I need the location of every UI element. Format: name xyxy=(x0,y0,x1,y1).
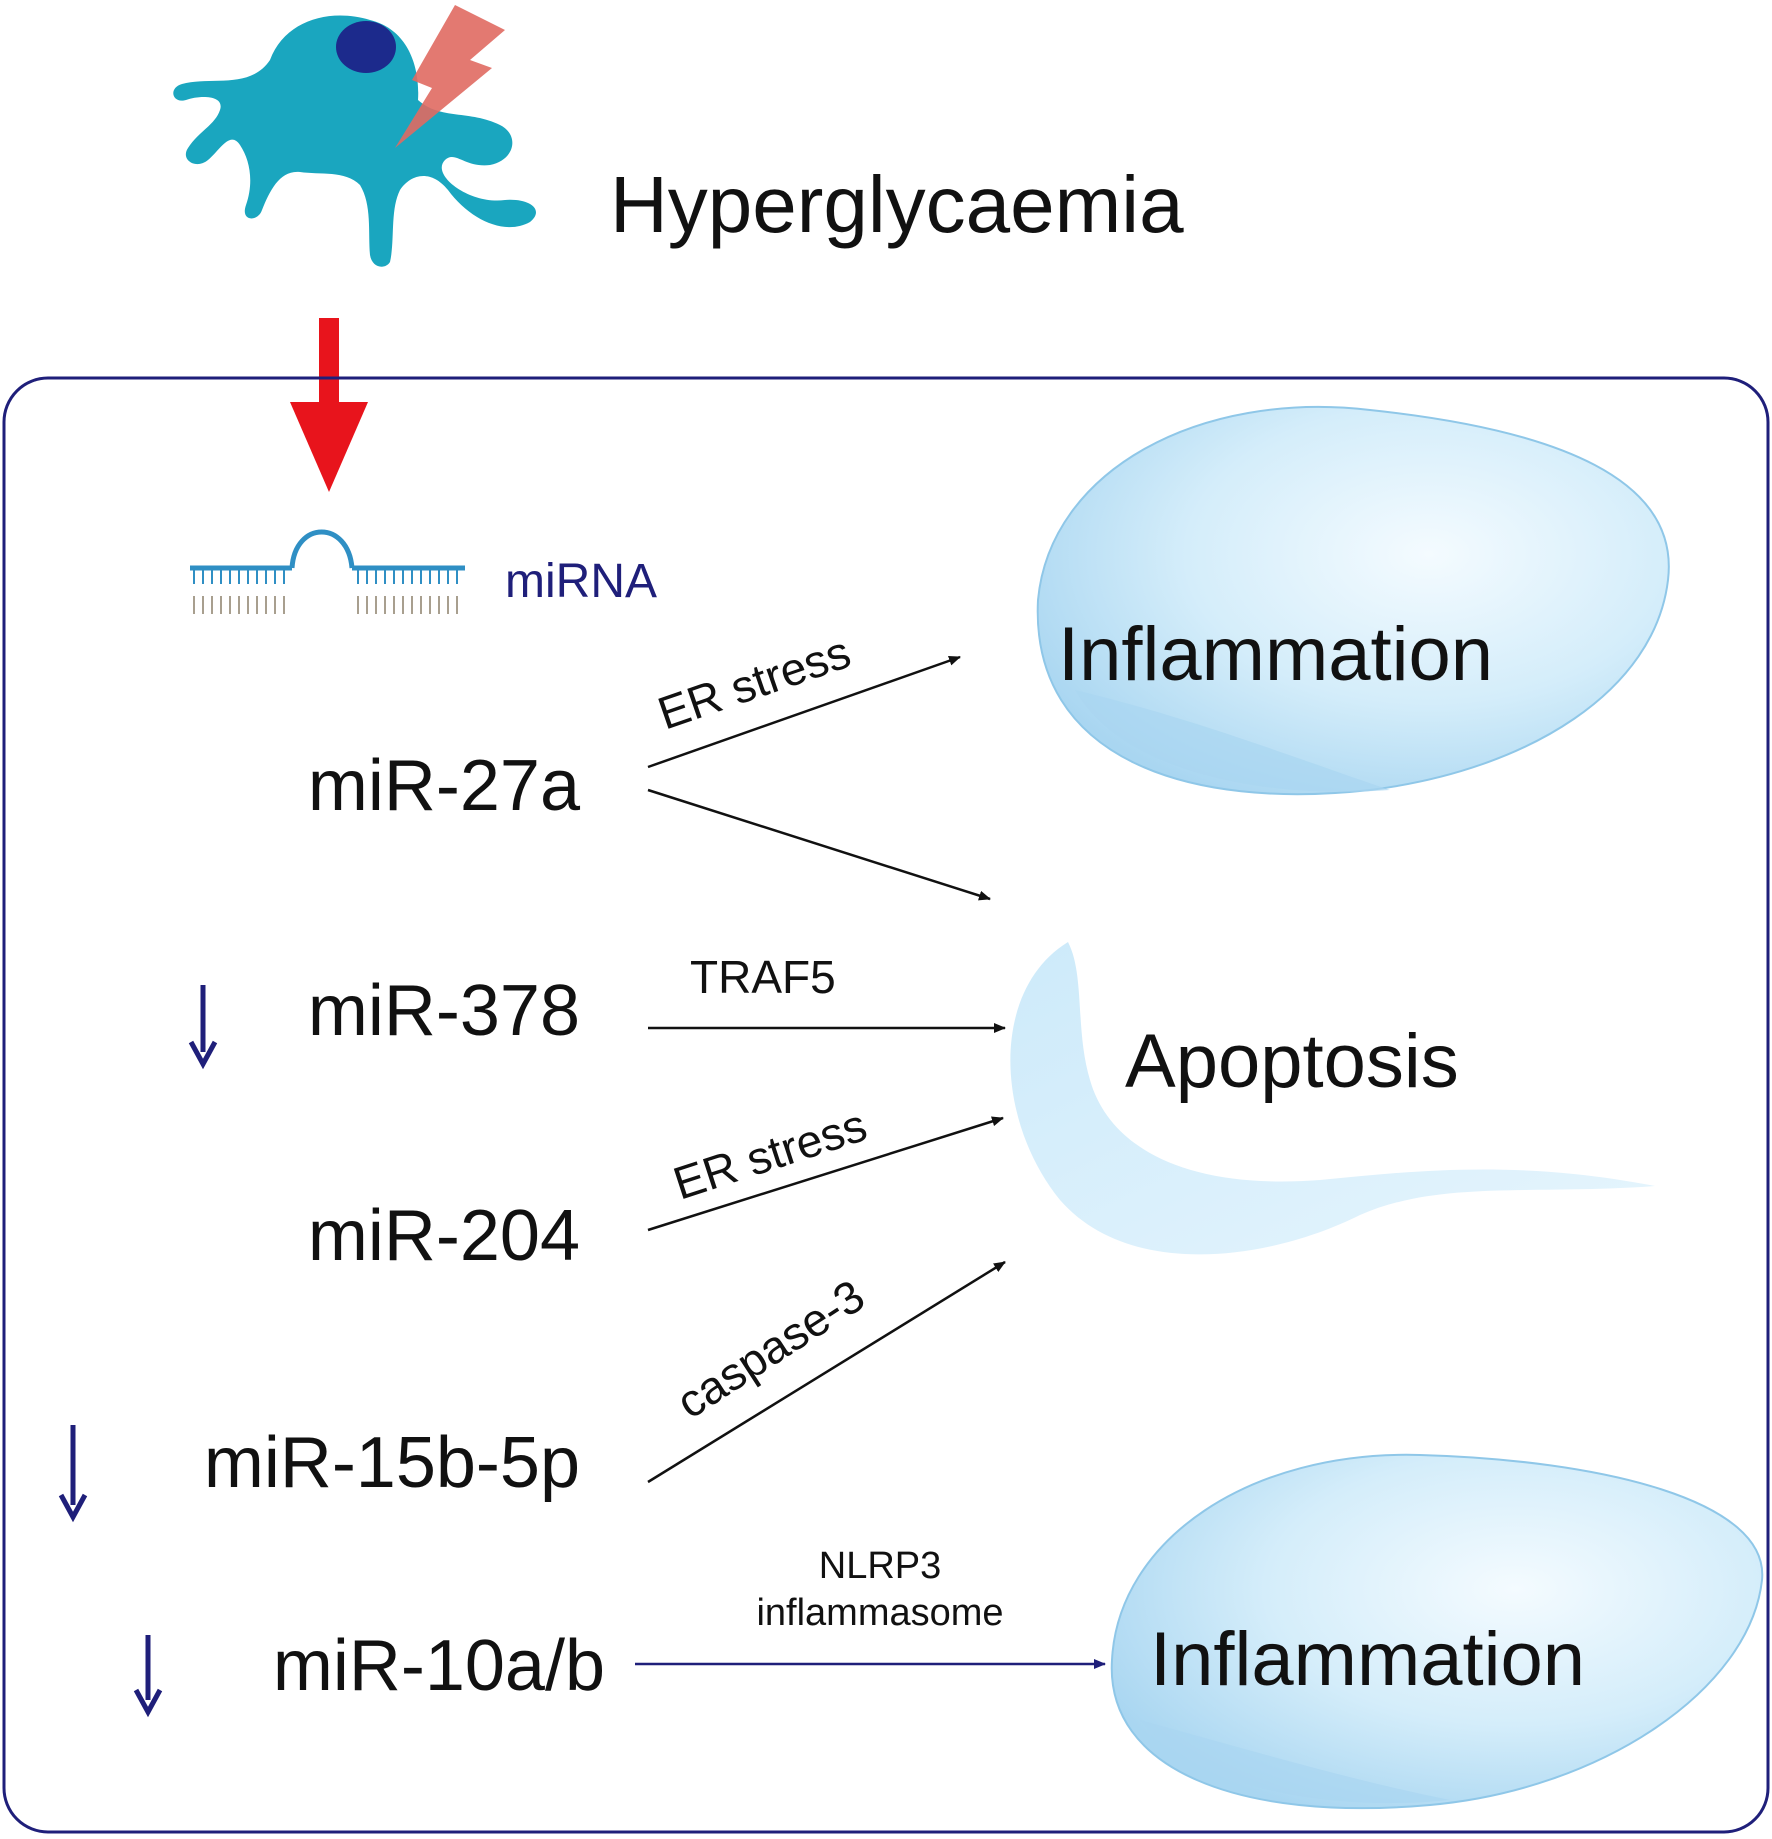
apoptosis-label: Apoptosis xyxy=(1125,1019,1459,1104)
inflammation-bottom-label: Inflammation xyxy=(1150,1617,1585,1702)
mirna-name-1: miR-378 xyxy=(308,971,580,1051)
edge-label-er-stress-1: ER stress xyxy=(651,625,856,739)
edge-mir27a-apoptosis xyxy=(647,788,991,901)
lightning-icon xyxy=(395,5,505,148)
down-arrow-icon-mir-15b-5p xyxy=(58,1425,88,1523)
inflammation-bottom-blob xyxy=(1110,1453,1764,1810)
mirna-icon xyxy=(190,529,465,614)
edge-mir15b-apoptosis xyxy=(647,1260,1006,1484)
edge-label-nlrp3: NLRP3 xyxy=(819,1545,942,1587)
cell-illustration xyxy=(173,5,536,267)
mirna-name-2: miR-204 xyxy=(308,1196,580,1276)
nucleus xyxy=(336,21,396,73)
edge-label-traf5: TRAF5 xyxy=(690,951,836,1003)
red-arrow xyxy=(290,318,368,492)
edge-label-inflammasome: inflammasome xyxy=(756,1592,1003,1634)
cell-body xyxy=(173,15,536,267)
edge-mir27a-inflammation xyxy=(647,655,961,769)
down-arrow-icon-mir-10ab xyxy=(133,1635,163,1718)
mirna-name-0: miR-27a xyxy=(308,746,581,826)
edge-label-caspase-3: caspase-3 xyxy=(667,1269,873,1428)
title-hyperglycaemia: Hyperglycaemia xyxy=(610,160,1184,249)
mirna-name-3: miR-15b-5p xyxy=(204,1423,580,1503)
down-arrow-icon-mir-378 xyxy=(188,985,218,1070)
frame-box xyxy=(2,376,1770,1834)
apoptosis-crescent xyxy=(1010,942,1655,1255)
mirna-label: miRNA xyxy=(505,555,657,608)
edge-mir204-apoptosis xyxy=(647,1116,1004,1232)
mirna-name-4: miR-10a/b xyxy=(273,1626,605,1706)
inflammation-top-blob xyxy=(1036,405,1670,796)
inflammation-top-label: Inflammation xyxy=(1058,612,1493,697)
